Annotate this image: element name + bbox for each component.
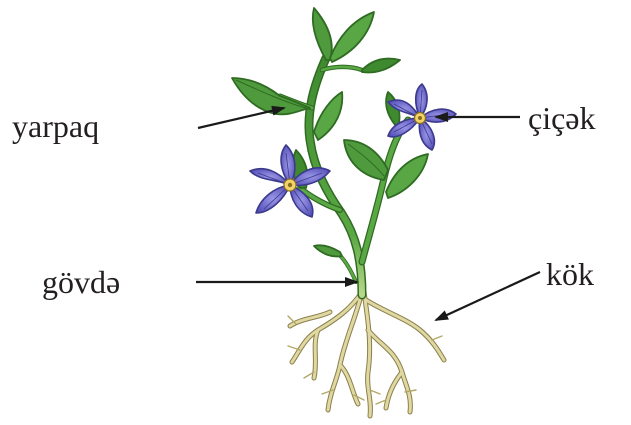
flower-left — [250, 145, 330, 217]
label-flower: çiçək — [528, 102, 596, 134]
leaf-right-of-upper-stem — [314, 92, 342, 140]
leaf-mid-right-small — [386, 154, 428, 198]
label-leaf: yarpaq — [12, 110, 99, 142]
leaf-top-center — [330, 12, 374, 62]
label-stem: gövdə — [42, 266, 120, 298]
leaf-lower-stem — [314, 245, 342, 256]
plant-illustration — [232, 8, 456, 416]
leaf-top-left — [313, 8, 332, 60]
arrow-icon — [198, 108, 284, 128]
pointer-arrows — [196, 108, 540, 320]
leaf-top-right — [362, 58, 400, 72]
plant-roots — [288, 292, 444, 416]
label-root: kök — [546, 258, 594, 290]
arrow-icon — [436, 272, 540, 320]
